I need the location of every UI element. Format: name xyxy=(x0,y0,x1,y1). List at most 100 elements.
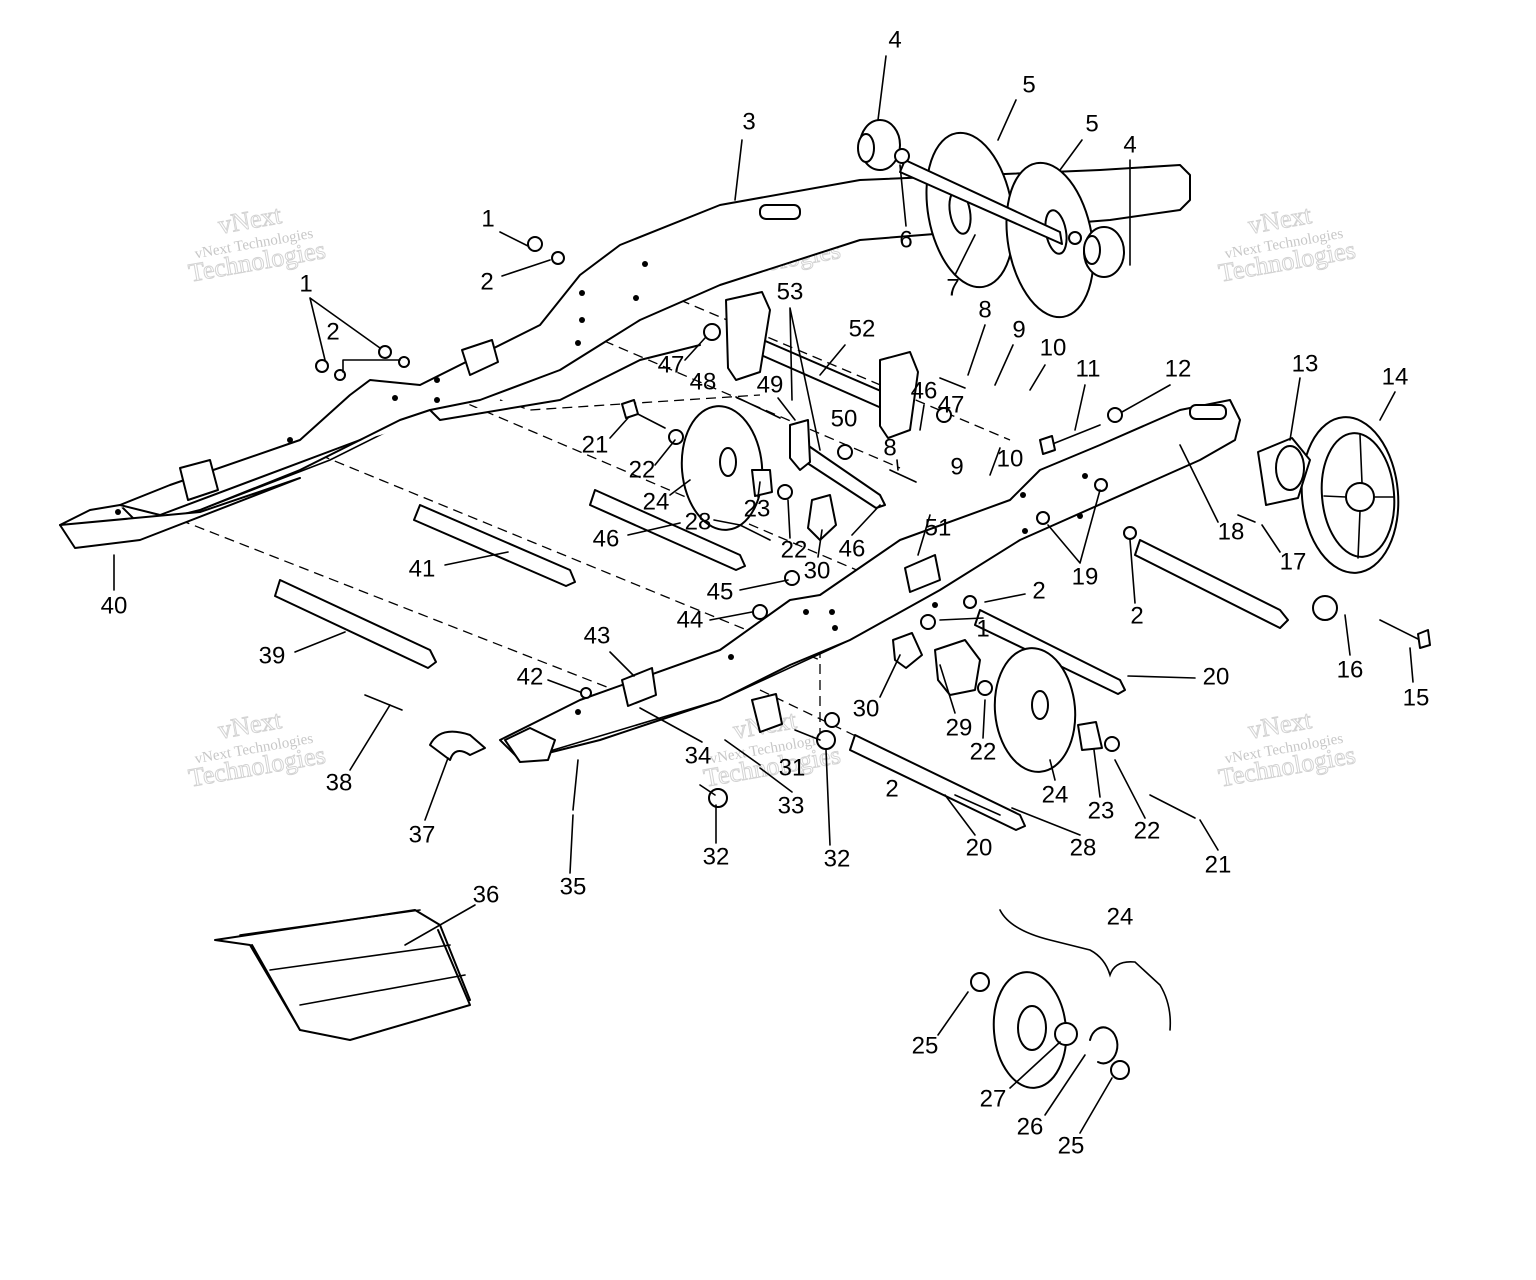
callout-l22c: 22 xyxy=(970,738,997,765)
shaft-39 xyxy=(274,579,437,669)
bolt-48 xyxy=(735,396,781,419)
bolt-28-left xyxy=(739,524,771,541)
leader-lines xyxy=(113,55,1414,1134)
slide-block-upper xyxy=(461,339,499,376)
callout-l21a: 21 xyxy=(582,431,609,458)
nut-1-top xyxy=(527,236,543,252)
washer-47b xyxy=(936,407,952,423)
bracket-49 xyxy=(789,419,811,471)
callout-l21b: 21 xyxy=(1205,851,1232,878)
callout-l25b: 25 xyxy=(1058,1132,1085,1159)
callout-l38: 38 xyxy=(326,769,353,796)
callout-l20a: 20 xyxy=(1203,663,1230,690)
bolt-15 xyxy=(1379,619,1421,641)
callout-l34: 34 xyxy=(685,742,712,769)
callout-l20b: 20 xyxy=(966,834,993,861)
callout-l40: 40 xyxy=(101,592,128,619)
callout-l46a: 46 xyxy=(911,377,938,404)
callout-l6: 6 xyxy=(899,226,912,253)
wheel-14 xyxy=(1300,416,1400,574)
bumper-29 xyxy=(934,639,981,696)
nut-1-left-b xyxy=(315,359,329,373)
callout-l22b: 22 xyxy=(781,536,808,563)
callout-l1b: 1 xyxy=(299,270,312,297)
slide-block-43 xyxy=(621,667,657,707)
track-36 xyxy=(214,909,471,1041)
shaft-46 xyxy=(589,489,746,571)
bolt-33 xyxy=(724,739,761,766)
bolt-32b xyxy=(794,729,821,741)
callout-l45: 45 xyxy=(707,578,734,605)
spacer-4-left xyxy=(857,119,901,171)
pin-17 xyxy=(1237,514,1256,523)
block-30 xyxy=(807,494,837,541)
nut-44 xyxy=(752,604,768,620)
nut-45 xyxy=(784,570,800,586)
washer-6b xyxy=(1068,231,1082,245)
callout-l35: 35 xyxy=(560,873,587,900)
plate-31 xyxy=(751,693,783,733)
bolts xyxy=(621,377,1431,819)
bolt-28-right xyxy=(954,794,1001,816)
callout-l5a: 5 xyxy=(1022,71,1035,98)
callout-l14: 14 xyxy=(1382,363,1409,390)
callout-l27: 27 xyxy=(980,1085,1007,1112)
shafts xyxy=(274,329,896,669)
slide-block-front xyxy=(179,459,219,501)
callout-l46c: 46 xyxy=(593,525,620,552)
callout-l30b: 30 xyxy=(853,695,880,722)
callout-l29: 29 xyxy=(946,714,973,741)
wheels xyxy=(680,119,1400,1089)
nut-42 xyxy=(580,687,592,699)
callout-l49: 49 xyxy=(757,371,784,398)
bracket-left xyxy=(725,291,771,381)
callout-l9a: 9 xyxy=(1012,316,1025,343)
callout-l53: 53 xyxy=(777,278,804,305)
block-30b xyxy=(892,632,923,669)
shaft-41 xyxy=(413,504,576,587)
callout-l10a: 10 xyxy=(1040,334,1067,361)
bolt-8-low xyxy=(889,469,917,483)
rail-slot-upper xyxy=(759,204,801,220)
watermark-top-right: vNext Technologies vNext Technologies xyxy=(1216,200,1358,289)
axle-7 xyxy=(899,159,1063,245)
callout-l8b: 8 xyxy=(883,434,896,461)
callout-l51: 51 xyxy=(925,514,952,541)
nut-32-left xyxy=(708,788,728,808)
callout-l8a: 8 xyxy=(978,296,991,323)
snap-ring-26 xyxy=(1089,1026,1119,1065)
washer-47 xyxy=(703,323,721,341)
wheel-24-front xyxy=(993,647,1077,773)
callout-l11: 11 xyxy=(1076,355,1101,382)
slide-block-rear xyxy=(904,554,941,593)
bearing-27 xyxy=(1054,1022,1078,1046)
callout-l24b: 24 xyxy=(1042,781,1069,808)
callout-l2d: 2 xyxy=(1130,602,1143,629)
callout-l2a: 2 xyxy=(480,268,493,295)
callout-l10b: 10 xyxy=(997,445,1024,472)
callout-l46b: 46 xyxy=(839,535,866,562)
bolt-11 xyxy=(1049,424,1101,446)
watermark-bottom-right: vNext Technologies vNext Technologies xyxy=(1216,705,1358,794)
callout-l1c: 1 xyxy=(976,615,989,642)
callout-l22a: 22 xyxy=(629,456,656,483)
callout-l48: 48 xyxy=(690,368,717,395)
callout-l18: 18 xyxy=(1218,518,1245,545)
spacer-23-front xyxy=(1077,721,1103,751)
long-bolt-lower xyxy=(849,734,1026,831)
wheel-24-detail xyxy=(970,909,1172,1089)
spacer-4-right xyxy=(1083,226,1125,278)
callout-l33: 33 xyxy=(778,792,805,819)
washer-6 xyxy=(894,148,910,164)
long-bolt-mid xyxy=(974,609,1126,695)
callout-l12: 12 xyxy=(1165,355,1192,382)
callout-l42: 42 xyxy=(517,663,544,690)
bumper-37 xyxy=(429,730,486,761)
callout-l28a: 28 xyxy=(685,508,712,535)
washer-2-top xyxy=(551,251,565,265)
callout-l39: 39 xyxy=(259,642,286,669)
washer-22-left xyxy=(668,429,684,445)
callout-l52: 52 xyxy=(849,315,876,342)
callout-l23a: 23 xyxy=(744,495,771,522)
